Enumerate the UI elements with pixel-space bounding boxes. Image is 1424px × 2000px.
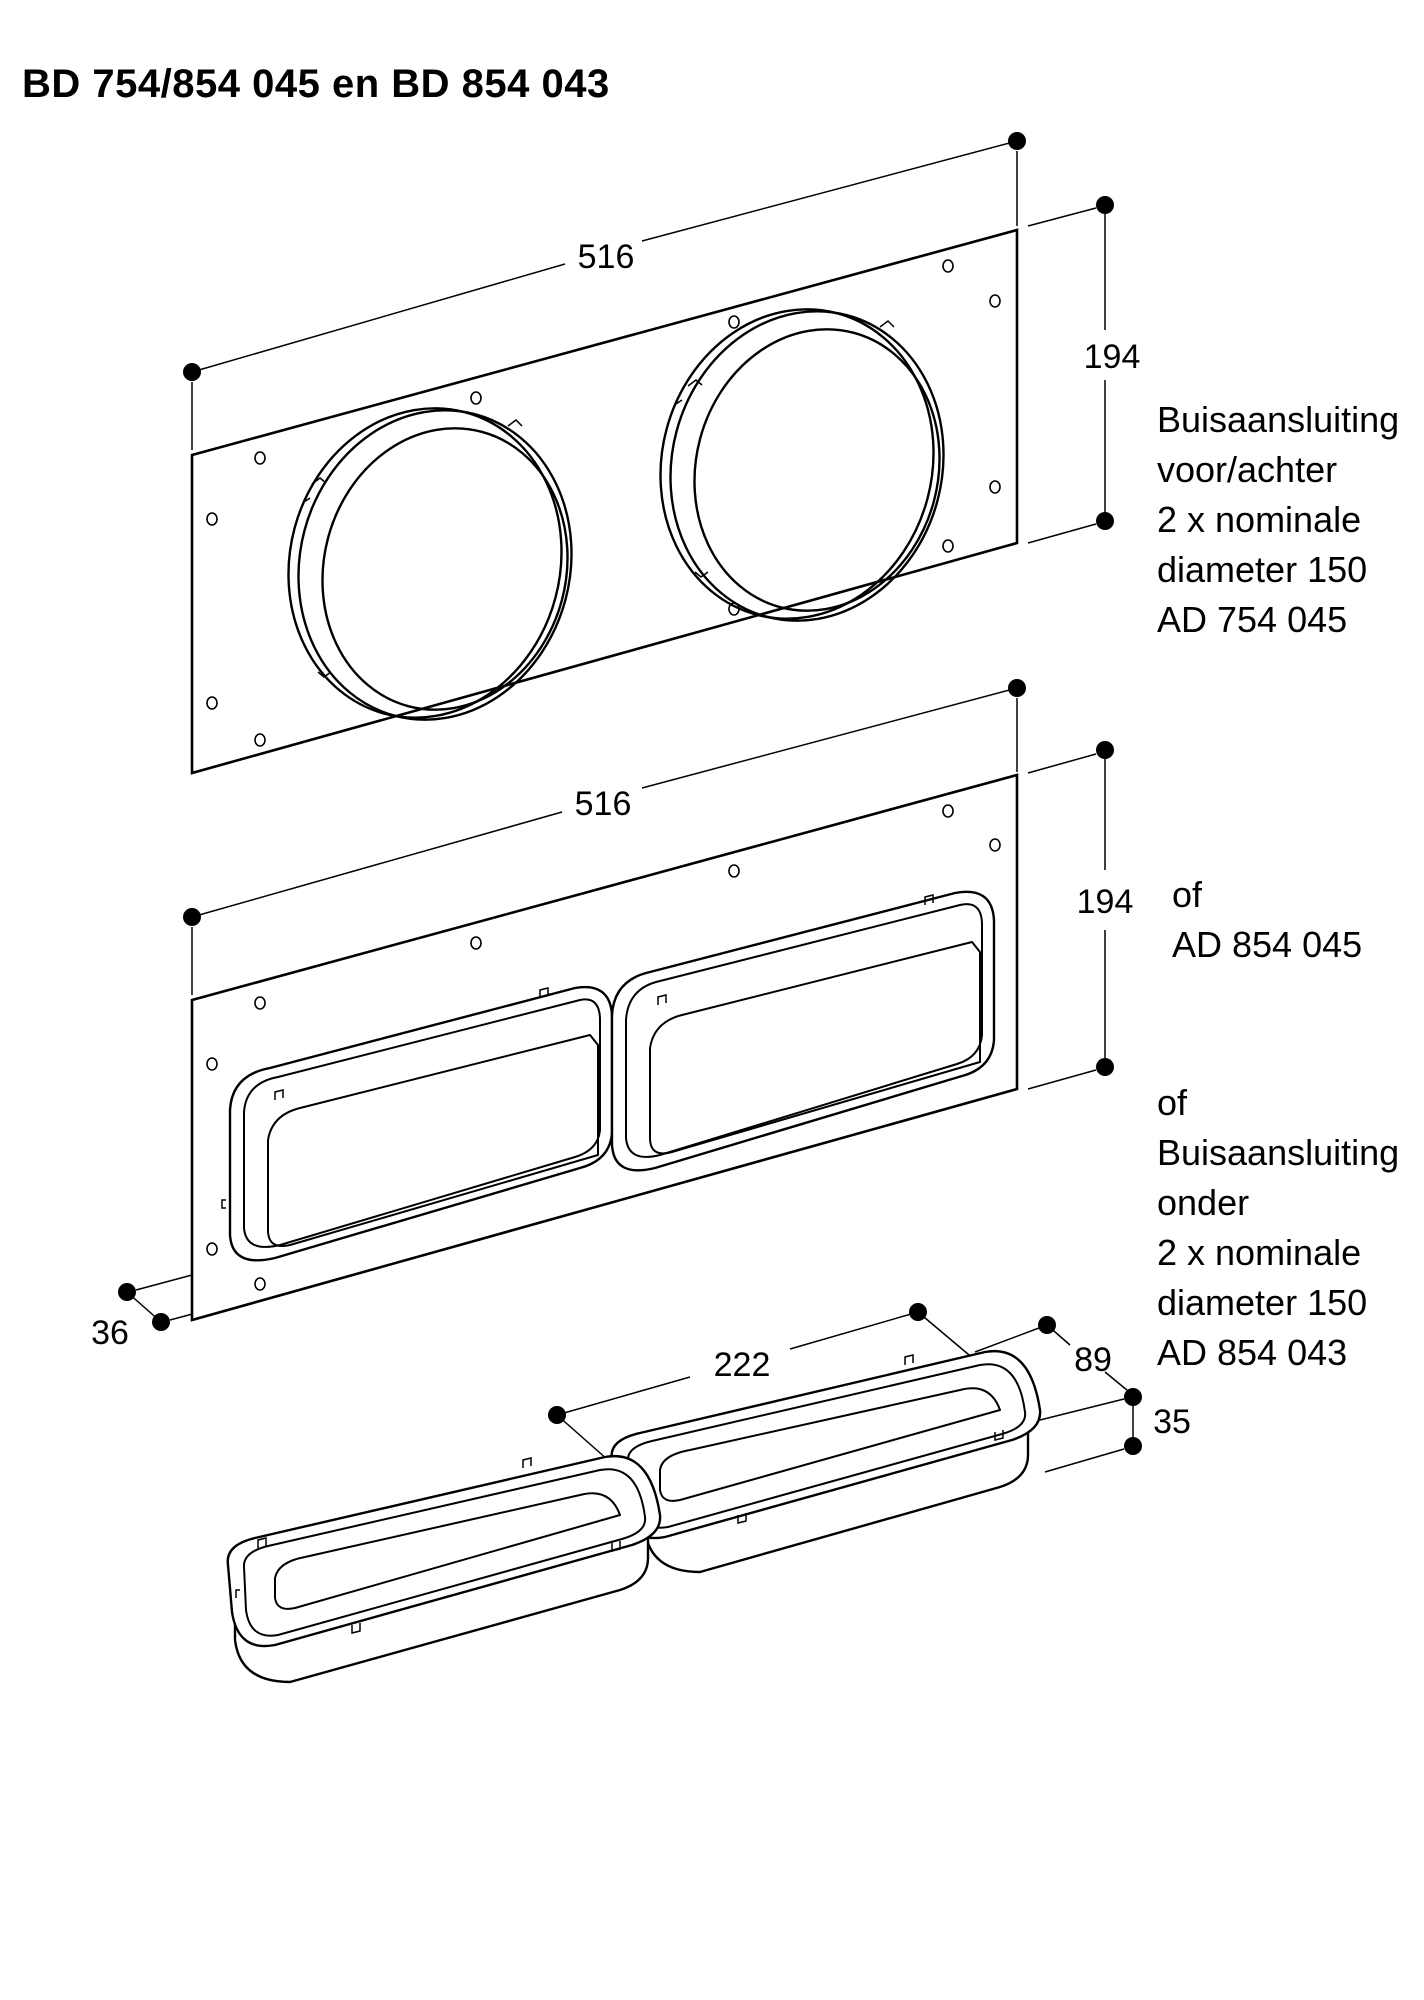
dim-dot xyxy=(183,908,201,926)
label-top: Buisaansluiting voor/achter 2 x nominale… xyxy=(1157,395,1399,645)
dim-dot xyxy=(183,363,201,381)
dim-bottom-width: 89 xyxy=(1074,1341,1112,1379)
dim-line xyxy=(641,140,1018,242)
extension-line xyxy=(1027,1069,1097,1090)
top-plate-assembly: 516 194 xyxy=(183,132,1141,775)
dim-dot xyxy=(1008,132,1026,150)
label-line: AD 754 045 xyxy=(1157,599,1348,640)
dim-depth: 36 xyxy=(91,1314,129,1352)
dim-line xyxy=(191,811,563,918)
label-line: AD 854 043 xyxy=(1157,1332,1348,1373)
label-line: Buisaansluiting xyxy=(1157,399,1400,440)
bottom-tray-left xyxy=(226,1454,662,1684)
dim-top-height: 194 xyxy=(1084,338,1141,376)
dim-top-width: 516 xyxy=(578,238,635,276)
extension-line xyxy=(1027,753,1097,774)
top-mounting-plate xyxy=(190,228,1019,775)
label-line: diameter 150 xyxy=(1157,1282,1368,1323)
label-line: voor/achter xyxy=(1157,449,1338,490)
round-connector-left xyxy=(287,407,573,721)
middle-plate-holes xyxy=(206,804,1001,1291)
round-connector-right xyxy=(659,308,945,622)
rect-connector-right xyxy=(610,890,996,1172)
extension-line xyxy=(556,1414,609,1461)
bottom-connector-assembly: 222 89 35 xyxy=(226,1303,1191,1684)
dim-mid-width: 516 xyxy=(575,785,632,823)
label-line: of xyxy=(1157,1082,1188,1123)
dim-line xyxy=(191,263,566,373)
middle-plate-assembly: 516 194 36 xyxy=(91,679,1133,1352)
dim-mid-height: 194 xyxy=(1077,883,1134,921)
extension-line xyxy=(1039,1398,1125,1421)
extension-line xyxy=(917,1311,976,1361)
extension-line xyxy=(1027,523,1097,544)
label-line: 2 x nominale xyxy=(1157,1232,1362,1273)
label-line: onder xyxy=(1157,1182,1250,1223)
label-line: 2 x nominale xyxy=(1157,499,1362,540)
dim-line xyxy=(789,1311,919,1350)
dim-line xyxy=(1046,1324,1071,1346)
label-line: Buisaansluiting xyxy=(1157,1132,1400,1173)
extension-line xyxy=(135,1274,193,1291)
dim-line xyxy=(126,1291,162,1323)
dim-dot xyxy=(1008,679,1026,697)
label-middle: of AD 854 045 xyxy=(1172,870,1362,970)
label-line: of xyxy=(1172,874,1203,915)
dim-line xyxy=(556,1376,691,1416)
extension-line xyxy=(1044,1448,1125,1473)
extension-line xyxy=(1027,207,1097,227)
dim-line xyxy=(641,687,1018,789)
page-title: BD 754/854 045 en BD 854 043 xyxy=(22,62,610,106)
bottom-tray-right xyxy=(610,1349,1042,1574)
dim-bottom-height: 35 xyxy=(1153,1403,1191,1441)
dim-bottom-length: 222 xyxy=(714,1346,771,1384)
label-line: AD 854 045 xyxy=(1172,924,1363,965)
extension-line xyxy=(974,1324,1048,1353)
label-line: diameter 150 xyxy=(1157,549,1368,590)
label-bottom: of Buisaansluiting onder 2 x nominale di… xyxy=(1157,1078,1399,1378)
